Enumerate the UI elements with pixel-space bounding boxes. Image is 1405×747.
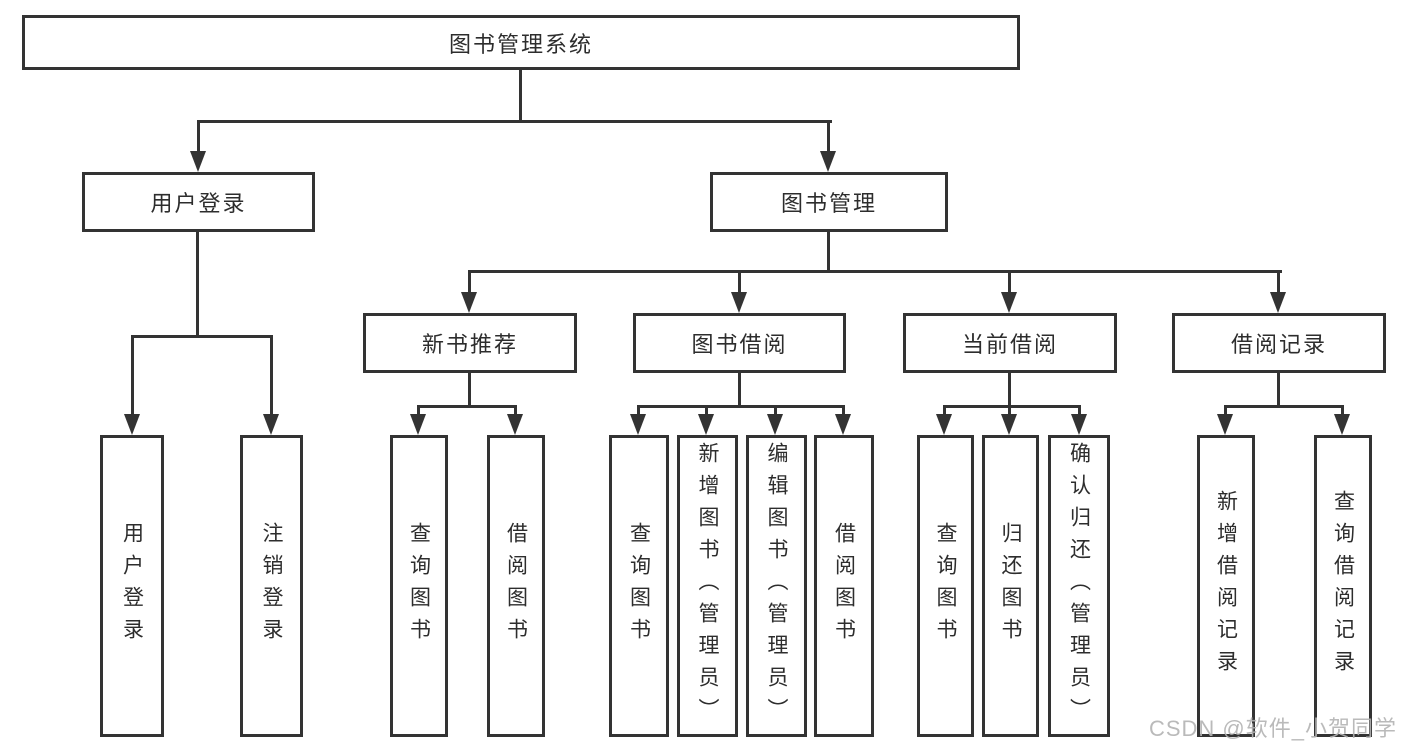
connector-line — [417, 405, 517, 408]
leaf-query-borrow-record: 查询借阅记录 — [1314, 435, 1372, 737]
leaf-edit-books-admin: 编辑图书（管理员） — [746, 435, 807, 737]
leaf-label: 借阅图书 — [504, 522, 528, 650]
connector-line — [1277, 373, 1280, 408]
leaf-label: 编辑图书（管理员） — [765, 442, 788, 730]
arrowhead-icon — [1217, 414, 1233, 435]
node-current-borrow: 当前借阅 — [903, 313, 1117, 373]
arrowhead-icon — [820, 151, 836, 172]
leaf-label: 确认归还（管理员） — [1067, 442, 1091, 730]
leaf-user-login: 用户登录 — [100, 435, 164, 737]
connector-line — [738, 373, 741, 408]
connector-line — [196, 232, 199, 338]
connector-line — [1224, 405, 1344, 408]
csdn-watermark: CSDN @软件_小贺同学 — [1148, 716, 1397, 741]
leaf-add-books-admin: 新增图书（管理员） — [677, 435, 738, 737]
arrowhead-icon — [1071, 414, 1087, 435]
leaf-label: 归还图书 — [999, 522, 1022, 650]
leaf-label: 新增图书（管理员） — [696, 442, 719, 730]
arrowhead-icon — [698, 414, 714, 435]
leaf-label: 查询图书 — [934, 522, 957, 650]
connector-line — [131, 335, 134, 416]
connector-line — [519, 70, 522, 122]
arrowhead-icon — [1270, 292, 1286, 313]
connector-line — [197, 120, 832, 123]
arrowhead-icon — [767, 414, 783, 435]
node-book-management: 图书管理 — [710, 172, 948, 232]
leaf-label: 新增借阅记录 — [1214, 490, 1238, 682]
leaf-logout: 注销登录 — [240, 435, 303, 737]
connector-line — [1008, 405, 1011, 417]
connector-line — [827, 232, 830, 273]
connector-line — [943, 405, 1081, 408]
connector-line — [943, 405, 946, 417]
connector-line — [197, 120, 200, 153]
node-root: 图书管理系统 — [22, 15, 1020, 70]
node-user-login-group: 用户登录 — [82, 172, 315, 232]
arrowhead-icon — [190, 151, 206, 172]
arrowhead-icon — [630, 414, 646, 435]
leaf-confirm-return-admin: 确认归还（管理员） — [1048, 435, 1110, 737]
node-new-book-recommend: 新书推荐 — [363, 313, 577, 373]
connector-line — [1078, 405, 1081, 417]
leaf-label: 注销登录 — [260, 522, 283, 650]
arrowhead-icon — [263, 414, 279, 435]
connector-line — [842, 405, 845, 417]
connector-line — [270, 335, 273, 416]
connector-line — [131, 335, 273, 338]
arrowhead-icon — [1001, 292, 1017, 313]
leaf-borrow-books-1: 借阅图书 — [487, 435, 545, 737]
node-book-borrow: 图书借阅 — [633, 313, 846, 373]
connector-line — [827, 120, 830, 153]
connector-line — [417, 405, 420, 417]
leaf-label: 查询借阅记录 — [1331, 490, 1355, 682]
connector-line — [738, 270, 741, 295]
node-borrow-records: 借阅记录 — [1172, 313, 1386, 373]
connector-line — [637, 405, 640, 417]
leaf-return-books: 归还图书 — [982, 435, 1039, 737]
leaf-label: 查询图书 — [407, 522, 431, 650]
arrowhead-icon — [1001, 414, 1017, 435]
arrowhead-icon — [410, 414, 426, 435]
arrowhead-icon — [731, 292, 747, 313]
connector-line — [1008, 270, 1011, 295]
arrowhead-icon — [461, 292, 477, 313]
leaf-label: 借阅图书 — [832, 522, 856, 650]
arrowhead-icon — [124, 414, 140, 435]
connector-line — [468, 270, 471, 295]
connector-line — [468, 373, 471, 408]
arrowhead-icon — [835, 414, 851, 435]
connector-line — [1224, 405, 1227, 417]
connector-line — [1277, 270, 1280, 295]
leaf-add-borrow-record: 新增借阅记录 — [1197, 435, 1255, 737]
arrowhead-icon — [936, 414, 952, 435]
leaf-label: 查询图书 — [627, 522, 651, 650]
leaf-query-books-1: 查询图书 — [390, 435, 448, 737]
leaf-label: 用户登录 — [120, 522, 144, 650]
leaf-borrow-books-2: 借阅图书 — [814, 435, 874, 737]
connector-line — [774, 405, 777, 417]
connector-line — [1008, 373, 1011, 408]
arrowhead-icon — [1334, 414, 1350, 435]
connector-line — [705, 405, 708, 417]
connector-line — [514, 405, 517, 417]
arrowhead-icon — [507, 414, 523, 435]
leaf-query-books-2: 查询图书 — [609, 435, 669, 737]
connector-line — [1341, 405, 1344, 417]
leaf-query-books-3: 查询图书 — [917, 435, 974, 737]
connector-line — [637, 405, 845, 408]
connector-line — [469, 270, 1282, 273]
